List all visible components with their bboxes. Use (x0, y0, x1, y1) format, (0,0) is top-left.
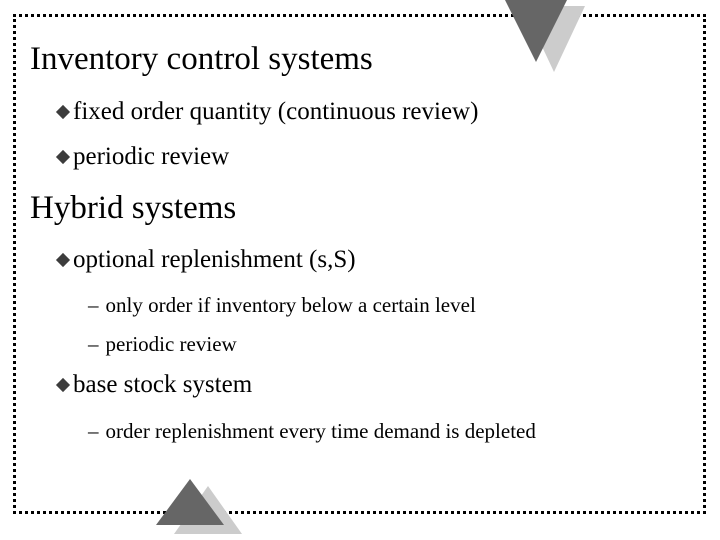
dash-bullet-icon: – (88, 419, 99, 443)
section-heading-inventory-control-systems: Inventory control systems (30, 41, 373, 77)
dash-bullet-icon: – (88, 293, 99, 317)
dash-bullet-icon: – (88, 332, 99, 356)
list-item: periodic review (55, 142, 230, 172)
diamond-bullet-icon (55, 252, 71, 268)
list-item-label: optional replenishment (s,S) (73, 246, 356, 273)
sub-list-item-label: only order if inventory below a certain … (105, 293, 476, 317)
down-triangle-pair-decoration (495, 0, 595, 88)
sub-list-item-label: order replenishment every time demand is… (105, 419, 536, 443)
sub-list-item: – order replenishment every time demand … (88, 418, 628, 445)
list-item: base stock system (55, 370, 253, 400)
light-up-triangle-icon (174, 486, 242, 534)
dark-up-triangle-icon (156, 479, 224, 525)
sub-list-item-label: periodic review (105, 332, 237, 356)
list-item-label: periodic review (73, 143, 230, 170)
list-item: optional replenishment (s,S) (55, 245, 356, 275)
up-triangle-pair-decoration (155, 470, 275, 540)
light-down-triangle-icon (523, 6, 585, 72)
dark-down-triangle-icon (505, 0, 567, 62)
section-heading-hybrid-systems: Hybrid systems (30, 190, 237, 226)
sub-list-item: – periodic review (88, 331, 237, 358)
diamond-bullet-icon (55, 104, 71, 120)
sub-list-item: – only order if inventory below a certai… (88, 292, 476, 319)
diamond-bullet-icon (55, 149, 71, 165)
list-item-label: base stock system (73, 371, 253, 398)
list-item-label: fixed order quantity (continuous review) (73, 98, 479, 125)
diamond-bullet-icon (55, 377, 71, 393)
list-item: fixed order quantity (continuous review) (55, 97, 479, 127)
